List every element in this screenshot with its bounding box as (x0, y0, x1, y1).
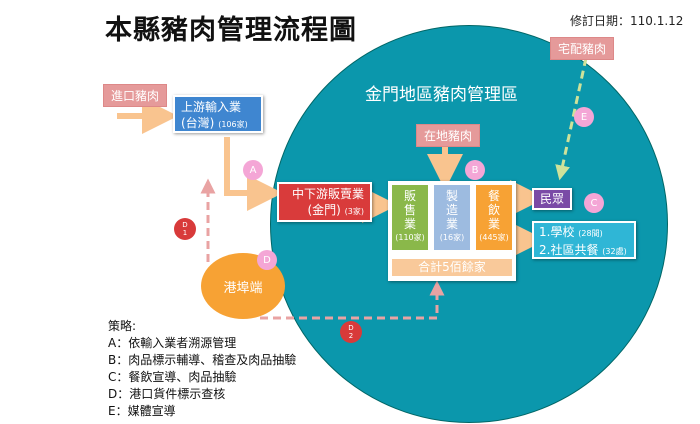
downstream-count: (3家) (344, 207, 364, 216)
upstream-region: (台灣) (181, 116, 215, 130)
institutions-box: 1.學校 (28間) 2.社區共餐 (32處) (532, 221, 636, 259)
upstream-title: 上游輸入業 (181, 100, 242, 114)
badge-d: D (257, 250, 277, 270)
arrow-d2 (260, 280, 445, 320)
revision-date: 修訂日期：110.1.12 (570, 14, 684, 28)
legend-item: E：媒體宣導 (108, 404, 176, 418)
badge-c: C (584, 193, 604, 213)
page-title: 本縣豬肉管理流程圖 (105, 15, 357, 46)
downstream-sellers-box: 中下游販賣業 (金門) (3家) (277, 182, 372, 222)
school-label: 1.學校 (539, 225, 575, 239)
sector-count: (16家) (439, 233, 465, 242)
strategy-legend: 策略: A：依輸入業者溯源管理 B：肉品標示輔導、稽查及肉品抽驗 C：餐飲宣導、… (108, 318, 296, 420)
sector-manufacture: 製造業 (16家) (434, 185, 470, 250)
badge-d1-letter: D (182, 221, 188, 229)
zone-label: 金門地區豬肉管理區 (365, 85, 518, 105)
sector-food: 餐飲業 (445家) (476, 185, 512, 250)
legend-item: B：肉品標示輔導、稽查及肉品抽驗 (108, 353, 297, 367)
community-count: (32處) (602, 247, 627, 256)
downstream-title: 中下游販賣業 (291, 187, 364, 201)
sector-count: (110家) (395, 233, 425, 242)
import-pork-label: 進口豬肉 (103, 84, 168, 107)
public-box: 民眾 (532, 188, 572, 210)
sector-sales: 販售業 (110家) (392, 185, 428, 250)
community-label: 2.社區共餐 (539, 243, 599, 257)
arrow-e (555, 57, 588, 181)
sector-label: 販售業 (404, 189, 417, 231)
sector-label: 製造業 (446, 189, 459, 231)
delivery-pork-label: 宅配豬肉 (550, 37, 615, 60)
upstream-count: (106家) (218, 120, 248, 129)
school-count: (28間) (578, 229, 603, 238)
sector-label: 餐飲業 (488, 189, 501, 231)
badge-d1-number: 1 (182, 229, 188, 237)
legend-item: C：餐飲宣導、肉品抽驗 (108, 370, 237, 384)
badge-b: B (465, 160, 485, 180)
arrow-upstream-down (224, 137, 283, 211)
upstream-importers-box: 上游輸入業 (台灣) (106家) (173, 95, 263, 133)
legend-title: 策略: (108, 319, 137, 333)
badge-a: A (243, 160, 263, 180)
sector-count: (445家) (479, 233, 509, 242)
badge-e: E (574, 107, 594, 127)
local-pork-label: 在地豬肉 (416, 124, 481, 147)
legend-item: A：依輸入業者溯源管理 (108, 336, 237, 350)
port-node: 港埠端 (201, 253, 285, 319)
legend-item: D：港口貨件標示查核 (108, 387, 226, 401)
badge-d2-number: 2 (348, 332, 354, 340)
sectors-box: 販售業 (110家) 製造業 (16家) 餐飲業 (445家) 合計5佰餘家 (388, 181, 516, 281)
total-label: 合計5佰餘家 (392, 259, 512, 276)
badge-d2-letter: D (348, 324, 354, 332)
downstream-region: (金門) (307, 203, 341, 217)
